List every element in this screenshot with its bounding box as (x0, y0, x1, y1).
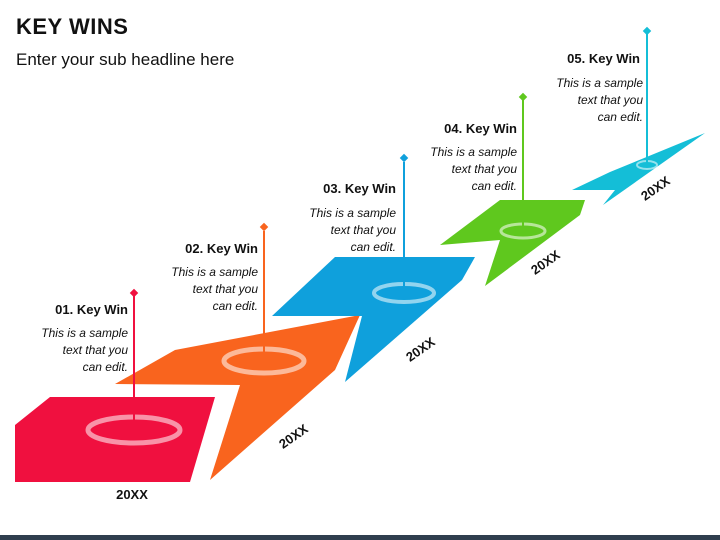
milestone-year-5: 20XX (638, 173, 673, 204)
milestone-desc-4-line-2: text that you (452, 162, 518, 176)
pin-head-1 (129, 288, 139, 298)
milestone-desc-3-line-2: text that you (331, 223, 397, 237)
footer-bar (0, 535, 720, 540)
milestone-desc-1-line-3: can edit. (83, 360, 128, 374)
milestone-desc-5-line-2: text that you (578, 93, 644, 107)
milestone-heading-1: 01. Key Win (55, 302, 128, 317)
milestone-desc-2-line-3: can edit. (213, 299, 258, 313)
page-title: KEY WINS (16, 14, 129, 39)
milestone-desc-1-line-2: text that you (63, 343, 129, 357)
milestone-heading-5: 05. Key Win (567, 51, 640, 66)
arrow-segment-5 (572, 133, 705, 205)
milestone-year-1: 20XX (116, 487, 148, 502)
milestone-heading-2: 02. Key Win (185, 241, 258, 256)
milestone-desc-5-line-3: can edit. (598, 110, 643, 124)
milestone-desc-5-line-1: This is a sample (556, 76, 643, 90)
milestone-desc-2-line-1: This is a sample (171, 265, 258, 279)
milestone-heading-4: 04. Key Win (444, 121, 517, 136)
milestone-year-4: 20XX (528, 247, 563, 278)
page-subtitle: Enter your sub headline here (16, 50, 235, 69)
pin-head-3 (399, 153, 409, 163)
milestone-heading-3: 03. Key Win (323, 181, 396, 196)
milestone-year-3: 20XX (403, 334, 438, 365)
arrow-segment-4 (440, 200, 585, 286)
milestone-year-2: 20XX (276, 421, 311, 452)
milestone-desc-4-line-1: This is a sample (430, 145, 517, 159)
milestone-desc-3-line-1: This is a sample (309, 206, 396, 220)
milestone-desc-2-line-2: text that you (193, 282, 259, 296)
milestone-desc-4-line-3: can edit. (472, 179, 517, 193)
milestone-desc-1-line-1: This is a sample (41, 326, 128, 340)
milestone-desc-3-line-3: can edit. (351, 240, 396, 254)
pin-head-2 (259, 222, 269, 232)
pin-head-4 (518, 92, 528, 102)
pin-head-5 (642, 26, 652, 36)
